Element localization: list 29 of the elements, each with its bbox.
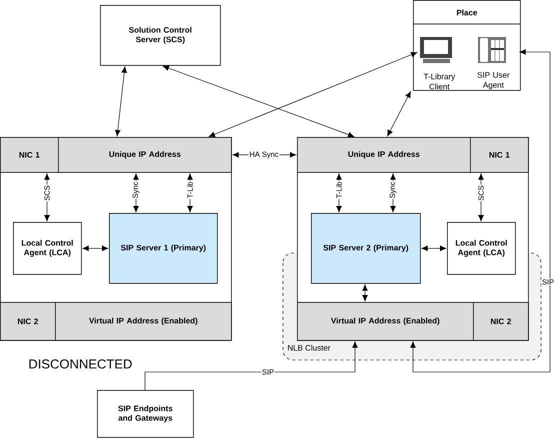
arrow [208, 52, 418, 138]
arrow [478, 174, 484, 222]
address-band: NIC 2 [0, 302, 56, 341]
arrow [422, 246, 446, 252]
arrow [362, 284, 368, 302]
process-box: SIP Endpoints and Gateways [97, 390, 194, 438]
arrow [82, 246, 108, 252]
process-box: Local Control Agent (LCA) [447, 222, 516, 275]
icon-caption: SIP User Agent [478, 72, 510, 90]
region-label: NLB Cluster [288, 344, 330, 351]
arrow [115, 66, 127, 136]
arrow [387, 91, 411, 136]
arrow [44, 174, 50, 222]
process-box: Solution Control Server (SCS) [100, 5, 221, 66]
arrow [133, 174, 139, 212]
process-box: Local Control Agent (LCA) [13, 222, 82, 275]
address-band: NIC 1 [0, 137, 59, 173]
arrow [187, 174, 193, 212]
arrow [410, 49, 550, 372]
address-band: NIC 1 [470, 137, 529, 173]
server-box: SIP Server 2 (Primary) [311, 213, 421, 284]
arrow [144, 342, 358, 390]
arrow [336, 174, 342, 212]
arrow [162, 65, 354, 138]
arrow [390, 174, 396, 212]
status-label: DISCONNECTED [29, 359, 132, 369]
icon-caption: T-Library Client [424, 73, 456, 90]
server-box: SIP Server 1 (Primary) [109, 213, 218, 284]
address-band: NIC 2 [473, 302, 529, 341]
